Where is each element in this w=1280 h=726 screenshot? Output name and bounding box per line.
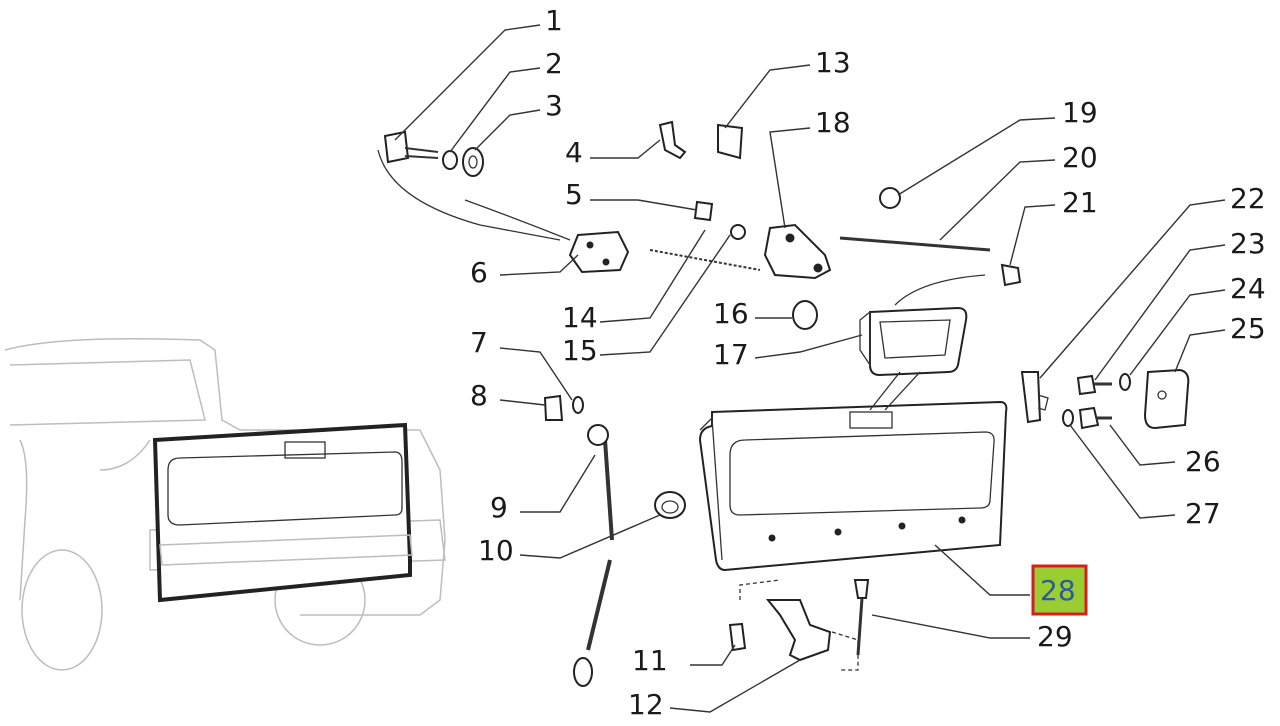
bolt-and-washers — [377, 130, 571, 241]
callout-17[interactable]: 17 — [713, 338, 749, 371]
callout-16[interactable]: 16 — [713, 297, 749, 330]
tailgate-panel[interactable] — [698, 400, 1008, 572]
callout-18[interactable]: 18 — [815, 106, 851, 139]
callout-13[interactable]: 13 — [815, 46, 851, 79]
callout-19[interactable]: 19 — [1062, 96, 1098, 129]
callout-labels: 1 2 3 4 5 6 7 8 9 10 11 12 13 14 15 16 1… — [470, 4, 1266, 721]
callout-9[interactable]: 9 — [490, 491, 508, 524]
striker-parts — [1062, 368, 1190, 430]
callout-3[interactable]: 3 — [545, 89, 563, 122]
callout-14[interactable]: 14 — [562, 301, 598, 334]
callout-28[interactable]: 28 — [1040, 574, 1076, 607]
callout-1[interactable]: 1 — [545, 4, 563, 37]
small-fasteners — [543, 394, 686, 519]
callout-26[interactable]: 26 — [1185, 445, 1221, 478]
callout-20[interactable]: 20 — [1062, 141, 1098, 174]
callout-4[interactable]: 4 — [565, 136, 583, 169]
callout-5[interactable]: 5 — [565, 178, 583, 211]
callout-11[interactable]: 11 — [632, 644, 668, 677]
callout-28-highlight — [1031, 564, 1088, 616]
leader-lines — [394, 24, 1226, 713]
callout-21[interactable]: 21 — [1062, 186, 1098, 219]
callout-25[interactable]: 25 — [1230, 312, 1266, 345]
callout-24[interactable]: 24 — [1230, 272, 1266, 305]
latch-assembly — [568, 120, 1049, 424]
callout-12[interactable]: 12 — [628, 688, 664, 721]
callout-23[interactable]: 23 — [1230, 227, 1266, 260]
callout-15[interactable]: 15 — [562, 334, 598, 367]
rods — [573, 236, 991, 687]
tailgate-handle — [859, 274, 986, 411]
callout-2[interactable]: 2 — [545, 47, 563, 80]
tailgate-on-vehicle — [152, 422, 413, 603]
callout-8[interactable]: 8 — [470, 379, 488, 412]
callout-6[interactable]: 6 — [470, 256, 488, 289]
lower-hinge-parts — [728, 579, 870, 671]
callout-7[interactable]: 7 — [470, 326, 488, 359]
callout-10[interactable]: 10 — [478, 534, 514, 567]
callout-22[interactable]: 22 — [1230, 182, 1266, 215]
callout-29[interactable]: 29 — [1037, 620, 1073, 653]
callout-27[interactable]: 27 — [1185, 497, 1221, 530]
